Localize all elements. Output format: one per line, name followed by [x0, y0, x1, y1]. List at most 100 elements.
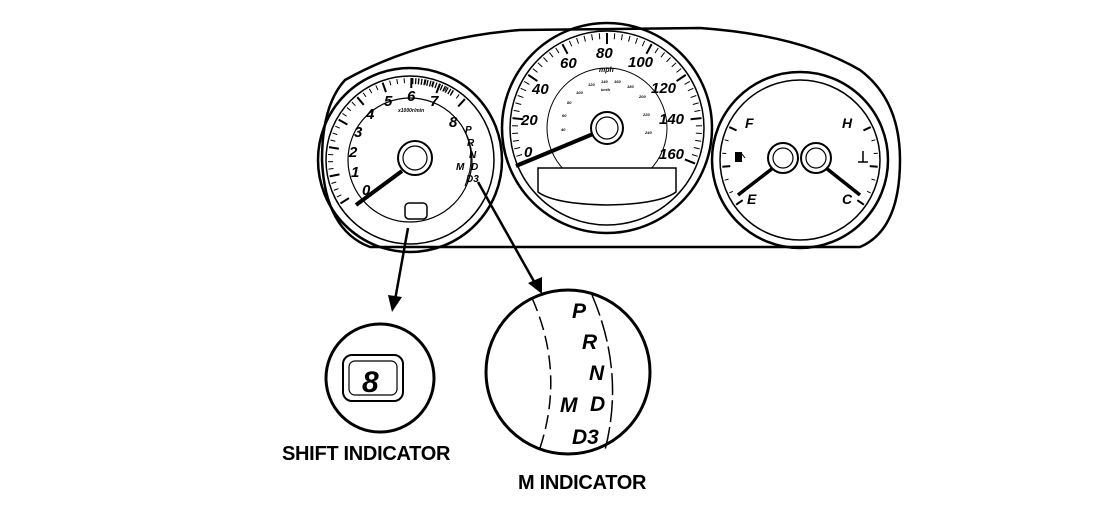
gauge-tick-marks — [722, 126, 878, 206]
tach-redline-hatch — [417, 78, 420, 85]
tach-redline-hatch — [428, 80, 432, 87]
speed-tick-minor — [514, 147, 521, 150]
speed-tick-minor — [687, 87, 694, 92]
temp-tick-minor — [871, 178, 876, 181]
speed-tick-minor — [692, 102, 699, 105]
temp-tick-minor — [866, 190, 871, 194]
tach-tick-minor — [389, 80, 392, 86]
tach-numeral-5: 5 — [384, 93, 393, 110]
tach-tick-minor — [333, 188, 339, 191]
speed-tick-minor — [517, 95, 524, 99]
speed-tick-minor — [515, 102, 522, 105]
speed-numeral-120: 120 — [651, 80, 677, 97]
tach-tick-major — [381, 82, 387, 93]
speed-tick-major — [645, 43, 653, 55]
tach-tick-minor — [331, 181, 337, 184]
speed-tick-minor — [583, 35, 586, 42]
speed-numeral-140: 140 — [659, 111, 685, 128]
speed-numeral-20: 20 — [520, 112, 538, 129]
tach-tick-major — [356, 96, 365, 106]
kmh-160: 160 — [614, 79, 621, 84]
fuel-tick-minor — [729, 190, 734, 194]
tach-tick-minor — [332, 132, 338, 136]
speed-numeral-40: 40 — [531, 81, 549, 98]
tach-redline-hatch — [439, 84, 444, 91]
tach-redline-hatch — [431, 81, 435, 88]
kmh-240: 240 — [644, 130, 652, 135]
tach-m-indicator-arc — [462, 127, 472, 187]
speed-tick-major — [527, 74, 538, 82]
tach-tick-minor — [328, 168, 334, 170]
tach-tick-minor — [368, 88, 373, 94]
tach-shift-indicator-window — [404, 202, 428, 220]
m-indicator-detail-arc-right — [591, 294, 614, 451]
speed-tick-minor — [591, 34, 594, 41]
tach-tick-minor — [346, 107, 352, 112]
speed-numeral-60: 60 — [560, 55, 577, 72]
tach-tick-minor — [424, 79, 427, 85]
shift-indicator-display — [342, 354, 404, 402]
speed-tick-minor — [641, 40, 646, 47]
fuel-needle — [736, 166, 775, 197]
tach-tick-minor — [375, 85, 379, 91]
temp-tick-major — [869, 165, 878, 168]
kmh-unit-label: km/h — [601, 87, 611, 92]
kmh-180: 180 — [627, 84, 634, 89]
speed-tick-minor — [676, 68, 682, 73]
m-detail-r: R — [582, 331, 598, 354]
temp-needle — [824, 166, 862, 197]
tach-redline-hatch — [442, 85, 446, 92]
tach-gear-d3: D3 — [466, 174, 479, 185]
tach-tick-minor — [335, 125, 341, 129]
speed-tick-minor — [543, 57, 548, 63]
speed-tick-major — [512, 117, 524, 121]
fuel-full-label: F — [745, 115, 754, 131]
tach-tick-minor — [362, 92, 367, 98]
shift-indicator-detail: 8 — [324, 322, 436, 434]
speed-tick-minor — [523, 81, 530, 85]
temp-hot-label: H — [842, 115, 853, 131]
fuel-tick-major — [722, 165, 731, 168]
speed-numeral-100: 100 — [628, 54, 654, 71]
tach-tick-minor — [336, 194, 342, 198]
tach-numeral-7: 7 — [430, 93, 439, 110]
fuel-empty-label: E — [747, 191, 757, 207]
speed-tick-minor — [576, 37, 579, 44]
speed-tick-minor — [628, 35, 631, 42]
tach-numeral-0: 0 — [362, 182, 371, 199]
tach-numeral-4: 4 — [365, 106, 375, 123]
m-indicator-detail-arc-left — [531, 297, 552, 449]
tach-needle — [354, 169, 404, 207]
tach-redline-hatch — [436, 83, 441, 90]
tach-numeral-3: 3 — [354, 124, 363, 141]
kmh-120: 120 — [588, 82, 595, 87]
tach-redline-hatch — [447, 88, 452, 95]
fuel-tick-major — [735, 199, 744, 206]
temp-tick-major — [863, 126, 872, 132]
coolant-temp-icon — [858, 151, 868, 163]
tach-redline-hatch — [434, 82, 438, 89]
fuel-tick-major — [728, 126, 737, 132]
m-detail-d: D — [590, 393, 605, 416]
kmh-100: 100 — [576, 90, 583, 95]
tach-tick-minor — [342, 112, 347, 117]
tach-redline-hatch — [449, 90, 455, 96]
tach-gear-d: D — [471, 162, 478, 173]
fuel-tick-minor — [724, 178, 729, 181]
temp-tick-major — [856, 199, 865, 206]
tach-tick-marks — [328, 77, 466, 205]
speed-tick-minor — [513, 109, 520, 113]
tach-numeral-6: 6 — [407, 88, 416, 105]
speed-tick-major — [690, 117, 702, 121]
tach-numeral-1: 1 — [351, 164, 359, 181]
tach-redline-hatch — [444, 87, 449, 94]
fuel-pump-icon — [735, 152, 746, 162]
m-detail-n: N — [589, 362, 605, 385]
speed-tick-minor — [691, 154, 698, 157]
fuel-hub — [767, 142, 799, 174]
odometer-display — [537, 167, 677, 206]
speed-tick-minor — [568, 40, 573, 47]
temp-cold-label: C — [842, 191, 853, 207]
tach-tick-major — [457, 98, 466, 108]
